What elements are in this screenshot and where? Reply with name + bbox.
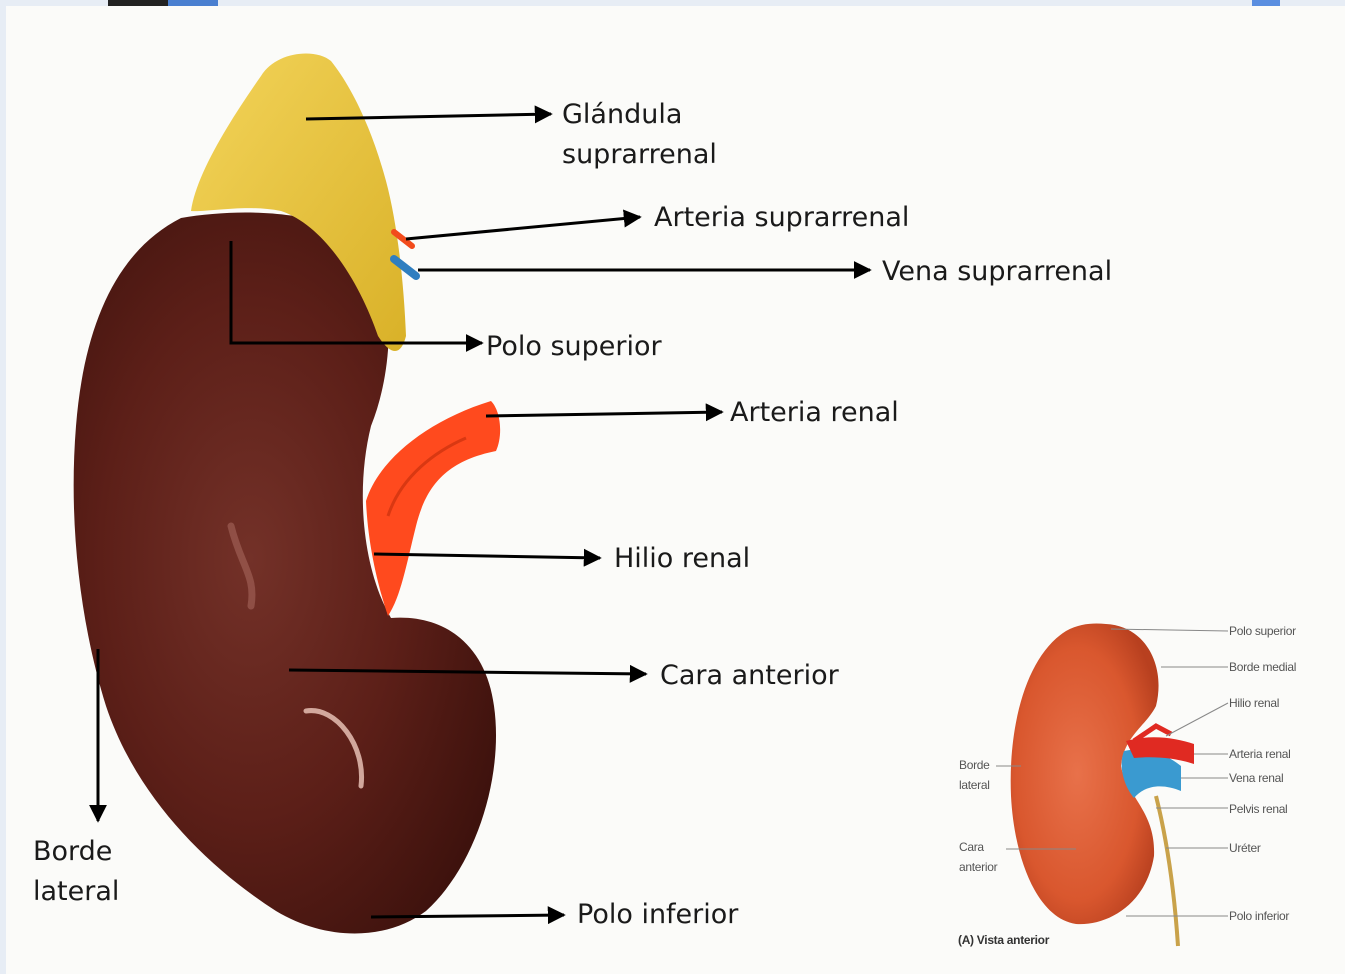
inset-label-cara-line2: anterior [959, 860, 997, 874]
label-arteria-renal: Arteria renal [730, 393, 899, 433]
inset-label-cara-line1: Cara [959, 840, 984, 854]
renal-artery [366, 401, 500, 616]
inset-label-hilio-renal: Hilio renal [1229, 696, 1279, 710]
inset-label-borde-line2: lateral [959, 778, 990, 792]
label-borde-lateral-line1: Borde [33, 832, 112, 872]
label-borde-lateral-line2: lateral [33, 872, 119, 912]
inset-label-polo-superior: Polo superior [1229, 624, 1296, 638]
inset-label-borde-line1: Borde [959, 758, 990, 772]
inset-caption: (A) Vista anterior [958, 933, 1049, 947]
label-glandula-suprarrenal-line2: suprarrenal [562, 135, 717, 175]
label-polo-superior: Polo superior [486, 327, 662, 367]
kidney-body [74, 213, 496, 934]
kidney-model [74, 53, 500, 933]
label-arteria-suprarrenal: Arteria suprarrenal [654, 198, 909, 238]
label-cara-anterior: Cara anterior [660, 656, 839, 696]
inset-label-vena-renal: Vena renal [1229, 771, 1283, 785]
inset-ureter [1156, 796, 1178, 946]
label-hilio-renal: Hilio renal [614, 539, 750, 579]
arrow-arteria-renal [486, 412, 722, 416]
arrow-polo-inferior [371, 915, 564, 917]
label-polo-inferior: Polo inferior [577, 895, 738, 935]
inset-label-polo-inferior: Polo inferior [1229, 909, 1289, 923]
inset-label-borde-medial: Borde medial [1229, 660, 1296, 674]
inset-figure [996, 624, 1228, 946]
inset-label-arteria-renal: Arteria renal [1229, 747, 1290, 761]
inset-label-pelvis-renal: Pelvis renal [1229, 802, 1287, 816]
label-glandula-suprarrenal-line1: Glándula [562, 95, 682, 135]
arrow-arteria-suprarrenal [406, 217, 640, 239]
inset-label-ureter: Uréter [1229, 841, 1261, 855]
label-vena-suprarrenal: Vena suprarrenal [882, 252, 1112, 292]
slide-canvas: Glándula suprarrenal Arteria suprarrenal… [6, 6, 1345, 974]
